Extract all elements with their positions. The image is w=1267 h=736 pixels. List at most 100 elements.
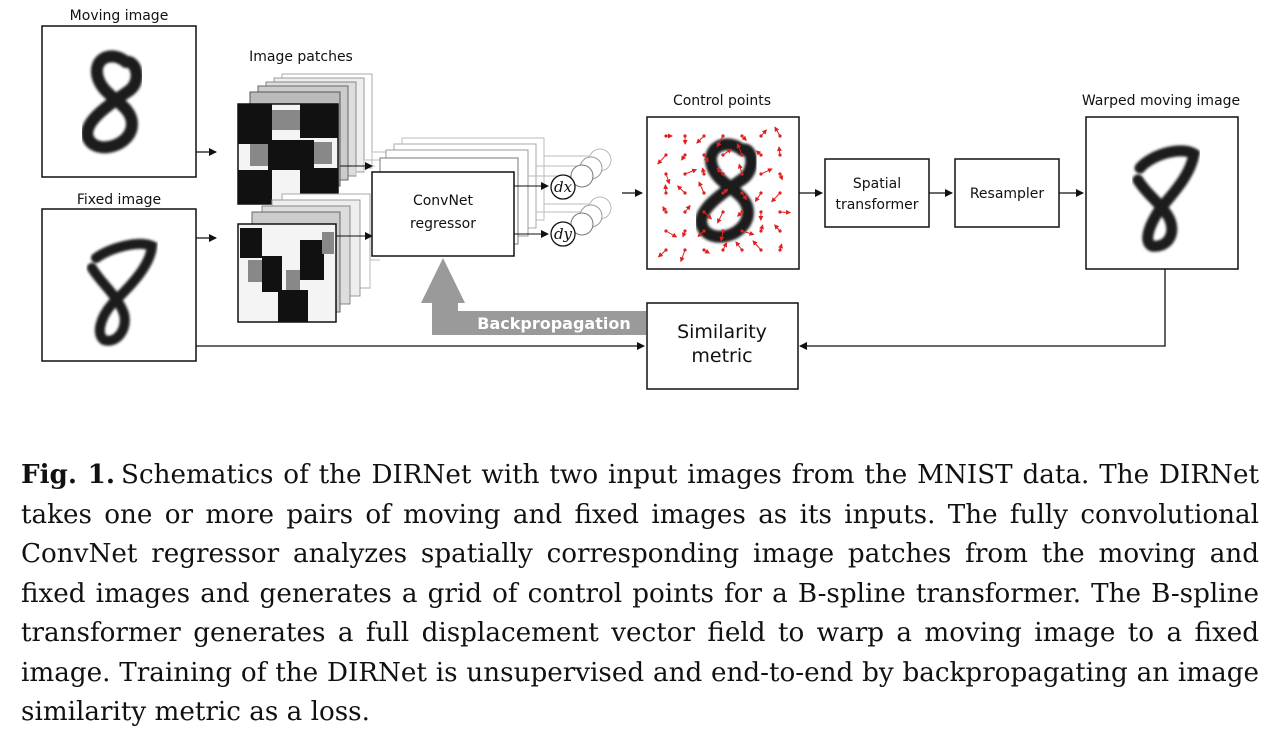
control-point-vector [722,148,733,156]
control-point [740,229,744,233]
similarity-metric-box: Similarity metric [646,302,799,390]
control-point-vector [684,168,698,175]
image-patches-fixed [237,193,371,323]
control-point-vector [657,154,667,165]
control-point [778,134,782,138]
control-point-vector [679,249,686,263]
convnet-label-line1: ConvNet [413,193,474,209]
control-point-vector [719,230,725,242]
control-point [778,172,782,176]
control-point [759,248,763,252]
dx-label: dx [554,178,573,196]
control-point [683,229,687,233]
control-point-vector [665,230,678,238]
control-point-vector [736,142,743,156]
control-point-vector [754,192,762,203]
control-point-vector [657,249,667,258]
control-point-vector [760,168,773,175]
backpropagation-label: Backpropagation [477,314,630,333]
backpropagation-arrow: Backpropagation [421,258,646,335]
control-point-vector [676,185,686,194]
control-point-vector [771,192,781,203]
control-point [702,229,706,233]
moving-image [41,25,197,178]
dirnet-schematic: Moving image Fixed image Image patches [41,8,1240,390]
control-points-label: Control points [673,93,771,109]
control-point [740,248,744,252]
control-point [721,210,725,214]
dy-label: dy [554,225,573,243]
resampler-box: Resampler [954,158,1060,228]
caption-text: Schematics of the DIRNet with two input … [21,460,1259,727]
control-point [664,210,668,214]
control-point-vector [752,240,762,251]
control-point-vector [665,173,671,185]
control-point [721,134,725,138]
control-point-vector [698,181,705,194]
image-patches-moving [237,73,373,205]
convnet-label-line2: regressor [410,216,476,232]
control-point-vector [779,209,791,215]
control-point [778,210,782,214]
control-point [683,172,687,176]
control-point [778,229,782,233]
control-point [778,153,782,157]
figure-label: Fig. 1. [21,459,115,490]
fixed-image [41,208,197,362]
control-point [759,134,763,138]
control-point [702,172,706,176]
convnet-regressor: ConvNet regressor [371,137,545,257]
control-point-vector [717,211,724,224]
control-point [759,229,763,233]
warped-moving-image [1085,116,1239,270]
control-point [702,248,706,252]
control-point-vector [735,241,743,251]
spatial-transformer-box: Spatial transformer [824,158,930,228]
control-point [778,191,782,195]
control-point [664,248,668,252]
control-point [683,191,687,195]
similarity-label-line2: metric [691,345,752,367]
control-point-vector [774,126,781,137]
control-point-vector [737,163,743,175]
control-point [664,134,668,138]
control-point-vectors [657,126,791,263]
control-point [778,248,782,252]
control-point [740,134,744,138]
control-point [759,153,763,157]
control-point [740,210,744,214]
spatial-label-line1: Spatial [853,176,901,192]
figure-caption: Fig. 1.Schematics of the DIRNet with two… [21,455,1259,733]
output-circles: dx dy [550,148,612,247]
control-point [683,210,687,214]
control-point [721,248,725,252]
control-point [759,172,763,176]
control-point [664,229,668,233]
control-point [664,172,668,176]
image-patches-label: Image patches [249,49,353,65]
control-point [702,210,706,214]
control-point [664,153,668,157]
control-point [740,191,744,195]
control-point [702,134,706,138]
control-point [721,191,725,195]
control-point [702,191,706,195]
control-point-vector [703,211,713,220]
control-point [721,153,725,157]
control-point-vector [716,135,724,148]
control-point [759,191,763,195]
similarity-label-line1: Similarity [677,321,767,343]
control-point [683,134,687,138]
control-point-vector [696,135,705,144]
warped-image-label: Warped moving image [1082,93,1240,109]
fixed-image-label: Fixed image [77,192,161,208]
control-point [683,248,687,252]
moving-image-label: Moving image [70,8,169,24]
control-point [759,210,763,214]
spatial-label-line2: transformer [835,197,918,213]
control-point [740,153,744,157]
control-point [721,229,725,233]
control-point [721,172,725,176]
control-point [702,153,706,157]
control-point [740,172,744,176]
